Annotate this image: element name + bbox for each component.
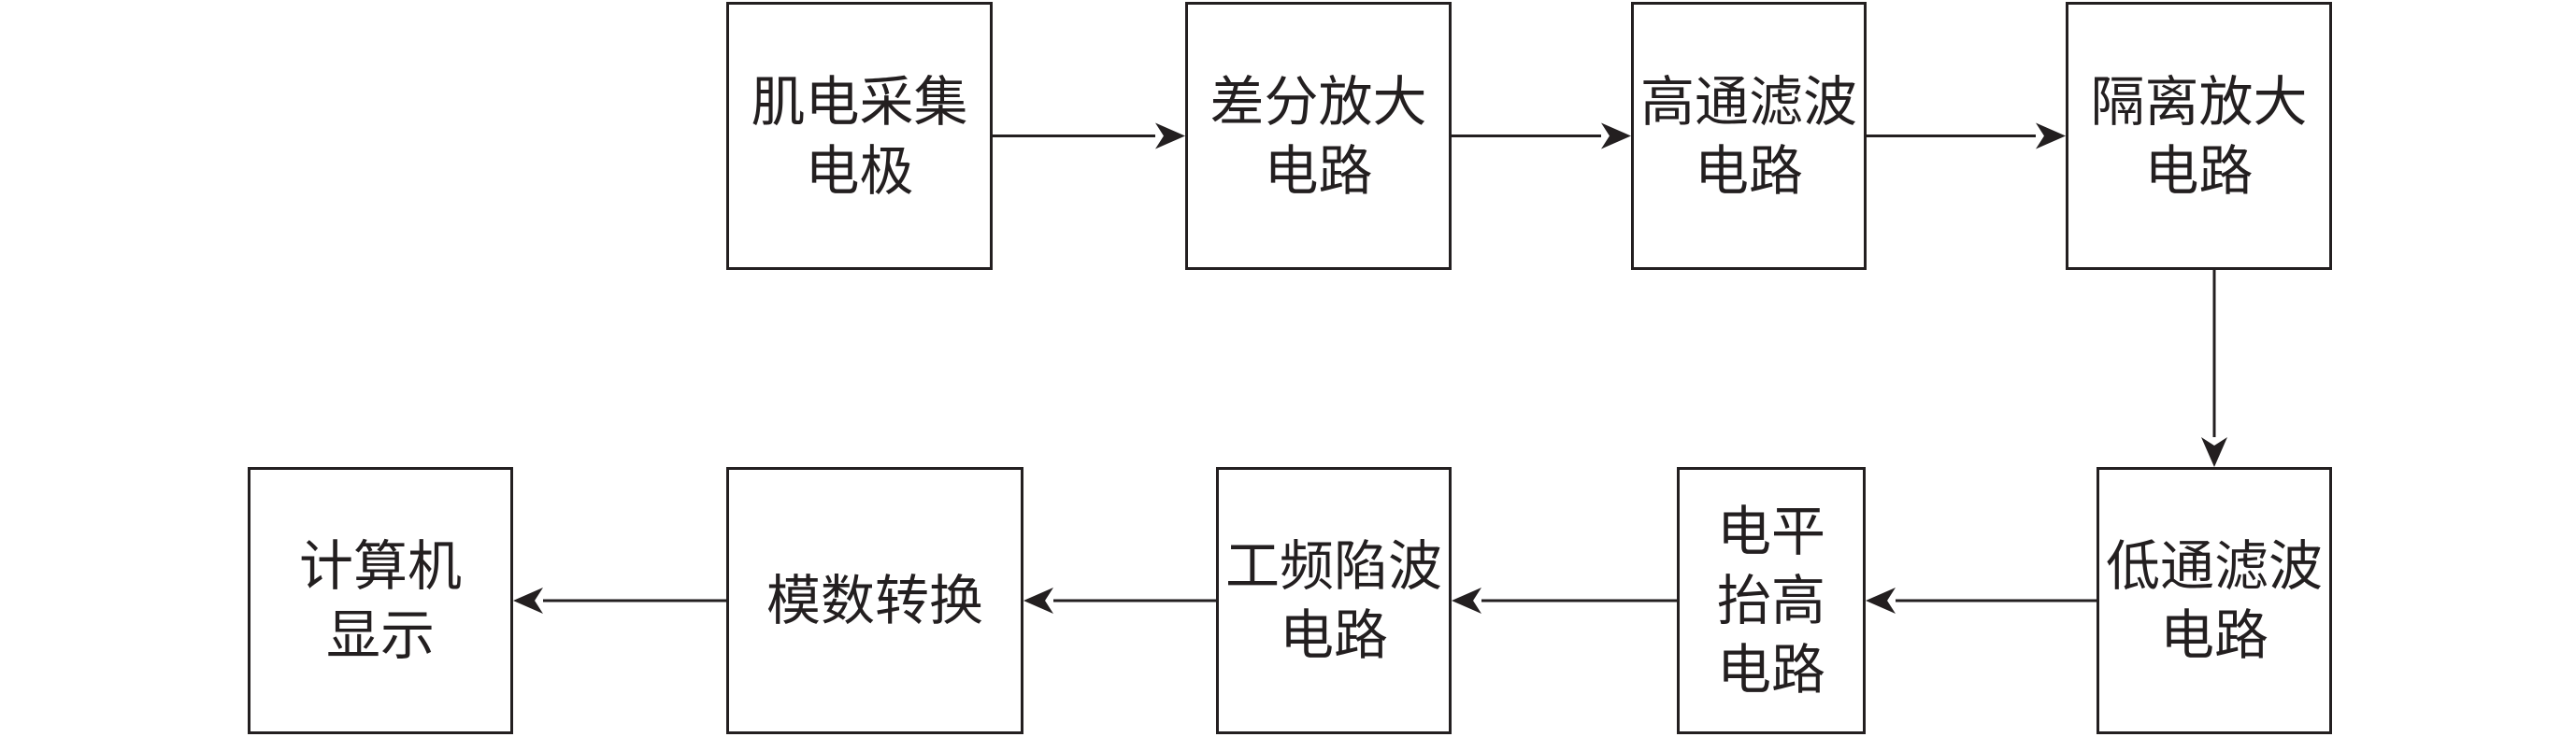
block-label-line: 电路: [1264, 138, 1373, 203]
block-lowpass-filter: 低通滤波 电路: [2097, 467, 2332, 734]
block-label-line: 电路: [1716, 638, 1825, 702]
connector-arrow: [2201, 270, 2227, 467]
arrowhead-icon: [1866, 588, 1896, 614]
block-label-line: 差分放大: [1209, 69, 1427, 134]
arrowhead-icon: [1155, 122, 1185, 149]
arrowhead-icon: [513, 588, 543, 614]
block-label-line: 电平: [1716, 500, 1825, 563]
arrowhead-icon: [1023, 588, 1053, 614]
block-label-line: 肌电采集: [751, 69, 968, 134]
block-label-line: 计算机: [298, 534, 462, 598]
block-label-line: 抬高: [1716, 569, 1825, 632]
block-label-line: 电极: [805, 138, 914, 203]
connector-arrow: [1452, 588, 1677, 614]
block-label-line: 隔离放大: [2090, 69, 2308, 134]
block-computer-display: 计算机 显示: [248, 467, 513, 734]
block-level-shift: 电平 抬高 电路: [1677, 467, 1866, 734]
connector-arrow: [1866, 588, 2097, 614]
block-differential-amplifier: 差分放大 电路: [1185, 2, 1452, 270]
block-label-line: 显示: [325, 603, 435, 667]
block-emg-electrode: 肌电采集 电极: [726, 2, 993, 270]
connector-arrow: [1452, 122, 1631, 149]
connector-arrow: [993, 122, 1185, 149]
block-label-line: 电路: [2144, 138, 2254, 203]
connector-arrow: [513, 588, 726, 614]
block-label-line: 高通滤波: [1639, 69, 1857, 134]
connections-layer: [513, 122, 2227, 614]
block-label-line: 工频陷波: [1224, 534, 1442, 598]
arrowhead-icon: [2201, 437, 2227, 467]
block-label-line: 模数转换: [766, 569, 983, 632]
block-highpass-filter: 高通滤波 电路: [1631, 2, 1867, 270]
connector-arrow: [1867, 122, 2066, 149]
block-isolation-amplifier: 隔离放大 电路: [2066, 2, 2332, 270]
arrowhead-icon: [2036, 122, 2066, 149]
arrowhead-icon: [1452, 588, 1481, 614]
connector-arrow: [1023, 588, 1216, 614]
block-adc: 模数转换: [726, 467, 1023, 734]
block-label-line: 电路: [1694, 138, 1803, 203]
arrowhead-icon: [1601, 122, 1631, 149]
block-label-line: 低通滤波: [2105, 534, 2323, 598]
block-notch-filter: 工频陷波 电路: [1216, 467, 1452, 734]
block-label-line: 电路: [2159, 603, 2268, 667]
block-label-line: 电路: [1279, 603, 1388, 667]
